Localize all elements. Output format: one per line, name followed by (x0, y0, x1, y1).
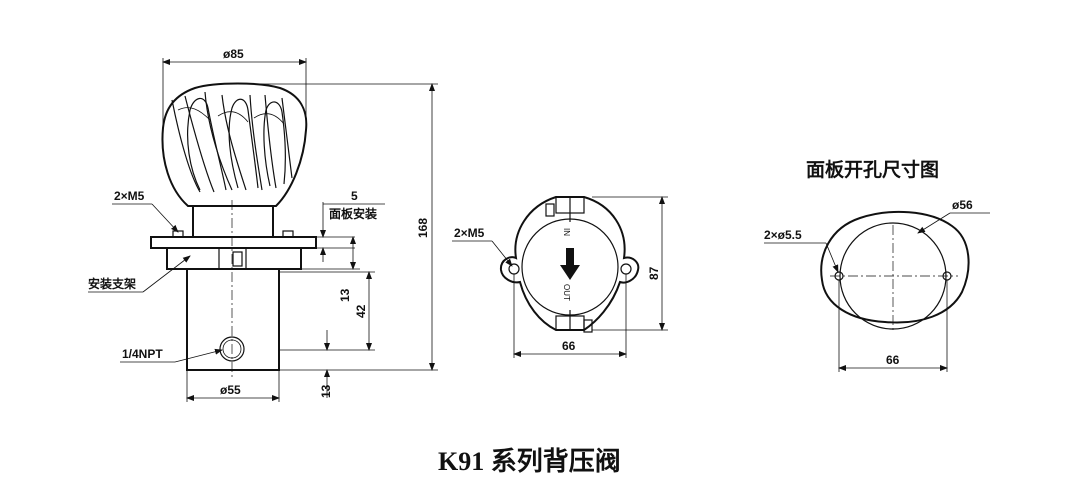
dim-bottom-13: 13 (319, 384, 333, 398)
ear-hole-right (620, 263, 632, 275)
dim-bracket-height: 87 (647, 266, 661, 280)
npt-label: 1/4NPT (122, 347, 163, 361)
out-label: OUT (562, 284, 571, 301)
panel-cutout-view: 面板开孔尺寸图 ø56 2×ø5.5 66 (764, 158, 990, 372)
side-view: ø85 168 5 面板安装 13 42 13 ø55 (88, 47, 438, 402)
dim-panel-thickness: 5 (351, 189, 358, 203)
dim-overall-height: 168 (416, 218, 430, 238)
dim-bracket-13: 13 (338, 288, 352, 302)
dim-hole-spacing: 66 (886, 353, 900, 367)
bracket-view: IN OUT 2×M5 87 66 (452, 196, 668, 358)
bolt-callout-front: 2×M5 (454, 226, 485, 240)
panel-mount-label: 面板安装 (329, 206, 377, 221)
dim-knob-diameter: ø85 (223, 47, 244, 61)
dim-bracket-hole-spacing: 66 (562, 339, 576, 353)
drawing-title: K91 系列背压阀 (438, 447, 621, 476)
mounting-flange (150, 236, 317, 249)
dim-hole-diameter: 2×ø5.5 (764, 228, 802, 242)
dim-port-42: 42 (354, 304, 368, 318)
panel-outline (820, 210, 970, 324)
dim-body-diameter: ø55 (220, 383, 241, 397)
dim-cutout-diameter: ø56 (952, 198, 973, 212)
bolt-callout-side: 2×M5 (114, 189, 145, 203)
handle-knob (161, 82, 308, 207)
bolt-right (282, 230, 294, 238)
panel-cutout-heading: 面板开孔尺寸图 (806, 158, 939, 181)
flow-arrow-icon (560, 248, 580, 280)
in-label: IN (562, 228, 571, 236)
bracket-label: 安装支架 (88, 276, 136, 291)
ear-hole-left (508, 263, 520, 275)
neck (192, 205, 274, 238)
valve-body (186, 268, 280, 371)
